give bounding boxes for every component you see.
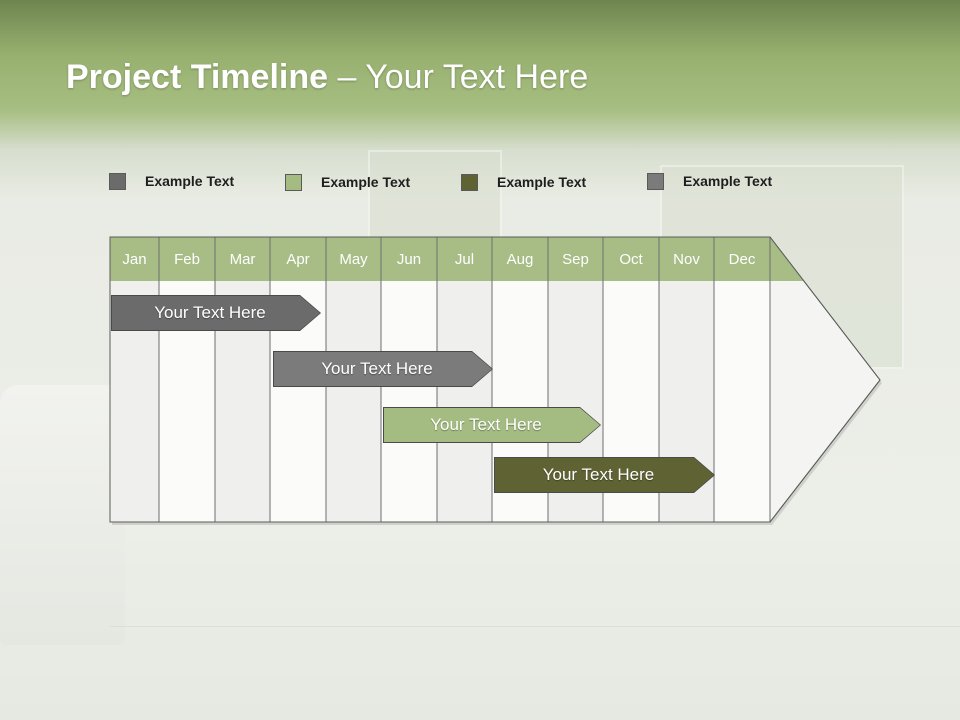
task-bar: Your Text Here (495, 458, 714, 492)
month-label-apr: Apr (286, 251, 309, 268)
month-label-mar: Mar (230, 251, 256, 268)
task-bar-label: Your Text Here (321, 359, 433, 378)
legend-swatch-1 (109, 172, 126, 190)
legend-item-4: Example Text (647, 171, 772, 191)
month-label-feb: Feb (174, 251, 200, 268)
month-label-jun: Jun (397, 251, 421, 268)
legend-swatch-4 (647, 172, 664, 190)
legend-item-1: Example Text (109, 171, 234, 191)
month-label-jan: Jan (122, 251, 146, 268)
slide-title-bold: Project Timeline (66, 58, 329, 96)
task-bar: Your Text Here (384, 408, 600, 442)
legend-label-4: Example Text (683, 173, 773, 189)
task-bar: Your Text Here (112, 296, 320, 330)
month-label-sep: Sep (562, 251, 589, 268)
background-sofa (0, 385, 125, 645)
legend-label-2: Example Text (321, 174, 411, 190)
month-header-band (110, 237, 770, 281)
legend-swatch-2 (285, 173, 302, 191)
month-label-nov: Nov (673, 251, 700, 268)
month-column-jun (381, 281, 437, 522)
slide-title-rest: – Your Text Here (328, 58, 589, 96)
legend-label-1: Example Text (145, 173, 235, 189)
month-label-jul: Jul (455, 251, 474, 268)
task-bar-label: Your Text Here (542, 465, 655, 484)
background-floor-line (110, 626, 960, 627)
month-label-dec: Dec (729, 251, 756, 268)
month-column-dec (714, 281, 770, 522)
month-label-oct: Oct (619, 251, 643, 268)
month-label-aug: Aug (507, 251, 534, 268)
slide-title: Project Timeline – Your Text Here (66, 58, 588, 97)
chevron-border (109, 236, 881, 523)
task-bar-label: Your Text Here (154, 303, 266, 322)
task-bar-label: Your Text Here (430, 415, 542, 434)
month-column-may (326, 281, 381, 522)
background-window-left (368, 150, 502, 249)
task-bar: Your Text Here (274, 352, 492, 386)
legend-swatch-3 (461, 173, 478, 191)
month-column-jul (437, 281, 492, 522)
month-label-may: May (339, 251, 368, 268)
legend-item-2: Example Text (285, 172, 410, 192)
legend-item-3: Example Text (461, 172, 586, 192)
legend-label-3: Example Text (497, 174, 587, 190)
